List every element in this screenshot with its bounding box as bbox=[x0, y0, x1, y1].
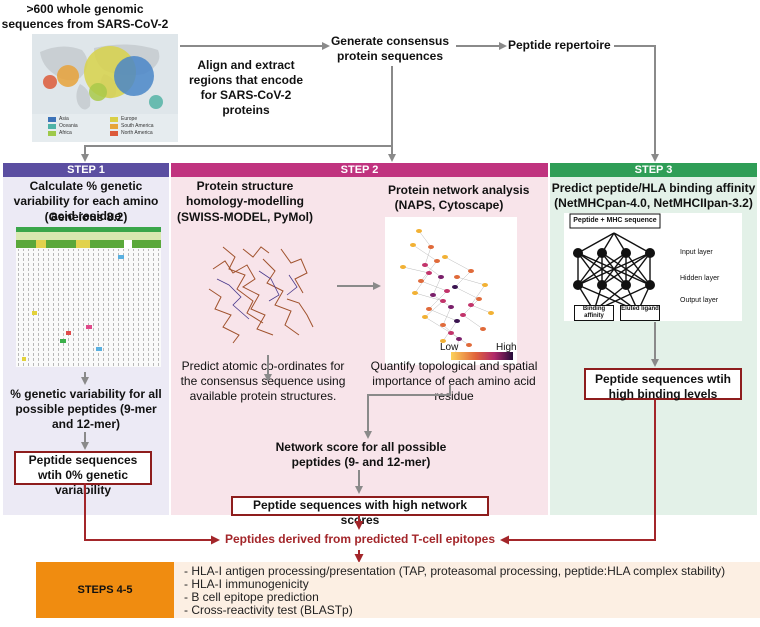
converge-label: Peptides derived from predicted T-cell e… bbox=[224, 532, 496, 546]
binding-affinity-box: Binding affinity bbox=[574, 305, 614, 321]
legend-europe: Europe bbox=[121, 116, 138, 122]
input-layer-label: Input layer bbox=[680, 249, 713, 256]
alignment-graphic bbox=[16, 227, 161, 367]
step1-panel: STEP 1 Calculate % genetic variability f… bbox=[3, 163, 169, 515]
neural-network-graphic: Peptide + MHC sequence Input layer Hidde… bbox=[564, 213, 742, 321]
step1-title: Calculate % genetic variability for each… bbox=[13, 179, 159, 223]
step1-tool: (Geneious 8.2) bbox=[44, 210, 128, 224]
align-label: Align and extract regions that encode fo… bbox=[188, 58, 304, 117]
repertoire-label: Peptide repertoire bbox=[508, 38, 611, 52]
world-map-graphic bbox=[32, 34, 178, 136]
structure-tool: (SWISS-MODEL, PyMol) bbox=[177, 210, 313, 224]
protein-network-graphic bbox=[385, 217, 517, 365]
legend-oceania: Oceania bbox=[59, 123, 78, 129]
step3-title: Predict peptide/HLA binding affinity bbox=[551, 181, 756, 195]
steps45-label: STEPS 4-5 bbox=[77, 584, 133, 596]
scale-high-label: High bbox=[496, 342, 517, 353]
consensus-label: Generate consensus protein sequences bbox=[330, 34, 450, 63]
protein-structure-graphic bbox=[208, 246, 314, 344]
list-item: - Cross-reactivity test (BLASTp) bbox=[184, 603, 353, 617]
output-layer-label: Output layer bbox=[680, 297, 719, 304]
alignment-grid-graphic bbox=[16, 227, 161, 367]
list-item: - HLA-I immunogenicity bbox=[184, 577, 309, 591]
steps45-box: STEPS 4-5 bbox=[36, 562, 174, 618]
legend-africa: Africa bbox=[59, 130, 72, 136]
arrow-quantify-to-score bbox=[364, 385, 451, 439]
structure-title: Protein structure homology-modelling bbox=[186, 179, 304, 208]
world-map: Asia Oceania Africa Europe South America… bbox=[32, 34, 178, 142]
step3-result-box: Peptide sequences wtih high binding leve… bbox=[584, 368, 742, 401]
step3-tool: (NetMHCpan-4.0, NetMHCIIpan-3.2) bbox=[554, 196, 753, 210]
arrow-step3-to-converge bbox=[500, 400, 656, 545]
hidden-layer-label: Hidden layer bbox=[680, 275, 720, 282]
eluted-ligand-box: Eluted ligand bbox=[620, 305, 660, 321]
list-item: - HLA-I antigen processing/presentation … bbox=[184, 564, 726, 578]
step3-panel: STEP 3 Predict peptide/HLA binding affin… bbox=[550, 163, 757, 515]
arrow-consensus-to-step1 bbox=[81, 66, 393, 162]
scale-low-label: Low bbox=[440, 342, 459, 353]
arrow-step1-to-converge bbox=[84, 483, 220, 545]
steps45-list: - HLA-I antigen processing/presentation … bbox=[174, 562, 760, 618]
arrow-repertoire-to-step3 bbox=[614, 45, 659, 162]
step1-result-box: Peptide sequences wtih 0% genetic variab… bbox=[14, 451, 152, 497]
network-score-label: Network score for all possible peptides … bbox=[275, 440, 447, 469]
neural-network-svg bbox=[569, 213, 661, 312]
step2-header: STEP 2 bbox=[171, 163, 548, 177]
legend-south-america: South America bbox=[121, 123, 154, 129]
nn-input-label: Peptide + MHC sequence bbox=[573, 217, 657, 224]
step1-header: STEP 1 bbox=[3, 163, 169, 177]
list-item: - B cell epitope prediction bbox=[184, 590, 319, 604]
network-title: Protein network analysis bbox=[388, 183, 530, 197]
quantify-text: Quantify topological and spatial importa… bbox=[370, 359, 538, 403]
step3-header: STEP 3 bbox=[550, 163, 757, 177]
predict-text: Predict atomic co-ordinates for the cons… bbox=[180, 359, 346, 403]
step2-panel: STEP 2 Protein structure homology-modell… bbox=[171, 163, 548, 527]
legend-north-america: North America bbox=[121, 130, 153, 136]
step1-result: % genetic variability for all possible p… bbox=[10, 387, 162, 431]
network-tool: (NAPS, Cytoscape) bbox=[394, 198, 504, 212]
legend-asia: Asia bbox=[59, 116, 69, 122]
